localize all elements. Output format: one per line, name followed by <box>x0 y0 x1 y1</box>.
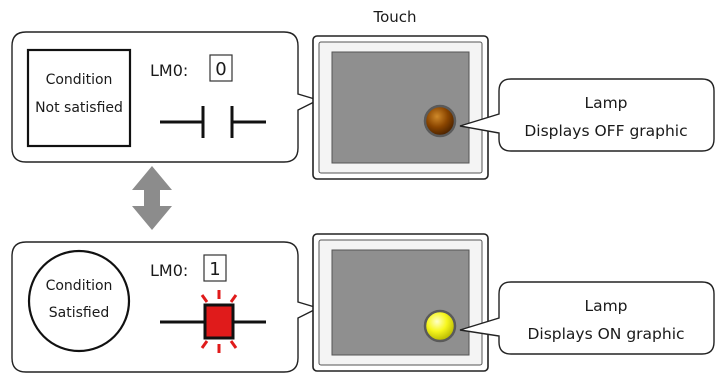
lamp-callout-top-line1: Lamp <box>584 94 627 112</box>
lm-value-box-top <box>209 54 233 82</box>
lm-label-top: LM0: <box>150 61 188 80</box>
hmi-panel-top <box>312 35 489 180</box>
hmi-panel-bottom <box>312 233 489 372</box>
condition-bottom-line2: Satisfied <box>49 305 109 321</box>
condition-square <box>26 48 132 148</box>
lm-value-top: 0 <box>215 59 226 80</box>
lamp-callout-top <box>459 78 715 152</box>
lm-label-bottom: LM0: <box>150 261 188 280</box>
lamp-callout-top-line2: Displays OFF graphic <box>524 122 687 140</box>
lamp-callout-bottom-line1: Lamp <box>584 297 627 315</box>
condition-top-line1: Condition <box>46 72 113 88</box>
lm-value-box-bottom <box>203 254 227 282</box>
condition-bottom-line1: Condition <box>46 278 113 294</box>
open-contact-symbol <box>160 106 266 138</box>
double-arrow <box>132 166 172 230</box>
condition-top-line2: Not satisfied <box>35 100 123 116</box>
lamp-callout-bottom <box>459 281 715 355</box>
closed-contact-symbol <box>160 290 266 353</box>
touch-label: Touch <box>372 8 416 26</box>
lamp-callout-bottom-line2: Displays ON graphic <box>527 325 684 343</box>
lamp-on-indicator <box>423 309 457 343</box>
lamp-off-indicator <box>423 104 457 138</box>
condition-circle <box>27 249 131 353</box>
lm-value-bottom: 1 <box>209 259 220 280</box>
